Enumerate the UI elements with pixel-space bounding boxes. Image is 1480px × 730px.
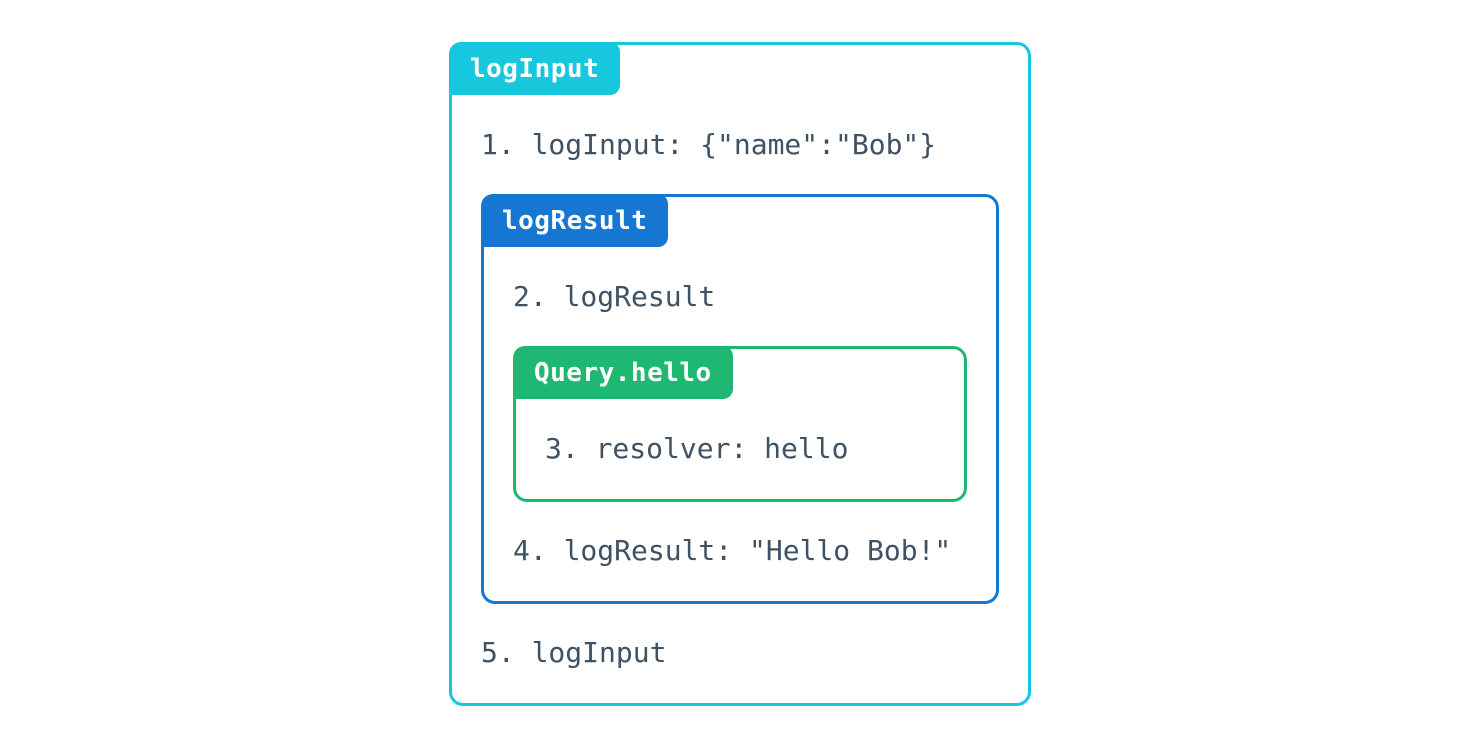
step-4-logresult-after: 4. logResult: "Hello Bob!" [513,534,952,567]
plugin-lifecycle-diagram: logInput 1. logInput: {"name":"Bob"} log… [449,42,1031,706]
box-loginput-badge: logInput [449,42,621,95]
step-1-loginput-before: 1. logInput: {"name":"Bob"} [481,128,937,161]
box-loginput: logInput 1. logInput: {"name":"Bob"} log… [449,42,1031,706]
box-query-hello: Query.hello 3. resolver: hello [513,346,967,502]
box-logresult: logResult 2. logResult Query.hello 3. re… [481,194,999,604]
step-3-resolver: 3. resolver: hello [545,432,849,465]
step-2-logresult-before: 2. logResult [513,280,716,313]
box-logresult-badge: logResult [481,194,669,247]
box-query-hello-badge: Query.hello [513,346,733,399]
step-5-loginput-after: 5. logInput [481,636,667,669]
